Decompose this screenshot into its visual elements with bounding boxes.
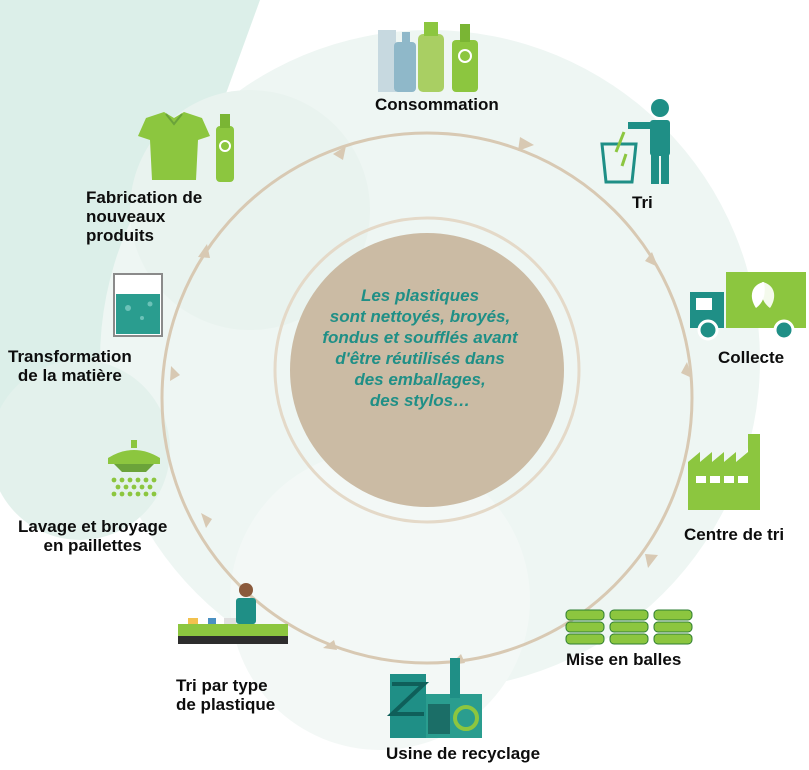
center-text-line: Les plastiques — [360, 286, 480, 305]
step-label-mise-en-balles: Mise en balles — [566, 650, 682, 669]
step-label-line: Lavage et broyage — [18, 517, 168, 536]
cycle-ring — [160, 131, 694, 665]
center-text-line: des emballages, — [354, 370, 486, 389]
washing-shredding-icon — [108, 440, 160, 497]
step-label-line: de la matière — [17, 366, 122, 385]
bales-icon — [565, 609, 693, 645]
recycling-plant-icon — [386, 658, 482, 738]
center-text-line: fondus et soufflés avant — [322, 328, 518, 347]
step-label-line: en paillettes — [43, 536, 142, 555]
factory-icon — [688, 434, 760, 510]
shirt-and-bottle-icon — [138, 112, 234, 182]
step-label-collecte: Collecte — [718, 348, 785, 367]
step-label-centre-de-tri: Centre de tri — [684, 525, 785, 544]
inner-ring — [273, 216, 581, 524]
step-label-lavage: Lavage et broyage en paillettes — [18, 517, 167, 555]
center-description: Les plastiques sont nettoyés, broyés, fo… — [300, 285, 540, 411]
step-label-line: Transformation — [8, 347, 132, 366]
bottles-icon — [378, 22, 478, 92]
step-label-fabrication: Fabrication de nouveaux produits — [86, 188, 202, 245]
person-throwing-trash-icon — [600, 99, 670, 184]
step-label-transformation: Transformation de la matière — [8, 347, 132, 385]
step-label-line: Fabrication de — [86, 188, 203, 207]
center-text-line: d'être réutilisés dans — [335, 349, 505, 368]
step-label-consommation: Consommation — [375, 95, 499, 114]
step-label-line: Tri par type — [176, 676, 268, 695]
step-label-tri: Tri — [632, 193, 653, 212]
step-label-line: de plastique — [176, 695, 276, 714]
step-label-usine-de-recyclage: Usine de recyclage — [386, 744, 541, 763]
step-label-line: produits — [86, 226, 154, 245]
step-label-tri-par-type: Tri par type de plastique — [176, 676, 275, 714]
collection-truck-icon — [690, 272, 806, 341]
conveyor-sorting-icon — [178, 583, 288, 644]
step-label-line: nouveaux — [86, 207, 166, 226]
center-disc — [290, 233, 564, 507]
beaker-icon — [113, 273, 163, 337]
center-text-line: des stylos… — [369, 391, 471, 410]
center-text-line: sont nettoyés, broyés, — [329, 307, 511, 326]
